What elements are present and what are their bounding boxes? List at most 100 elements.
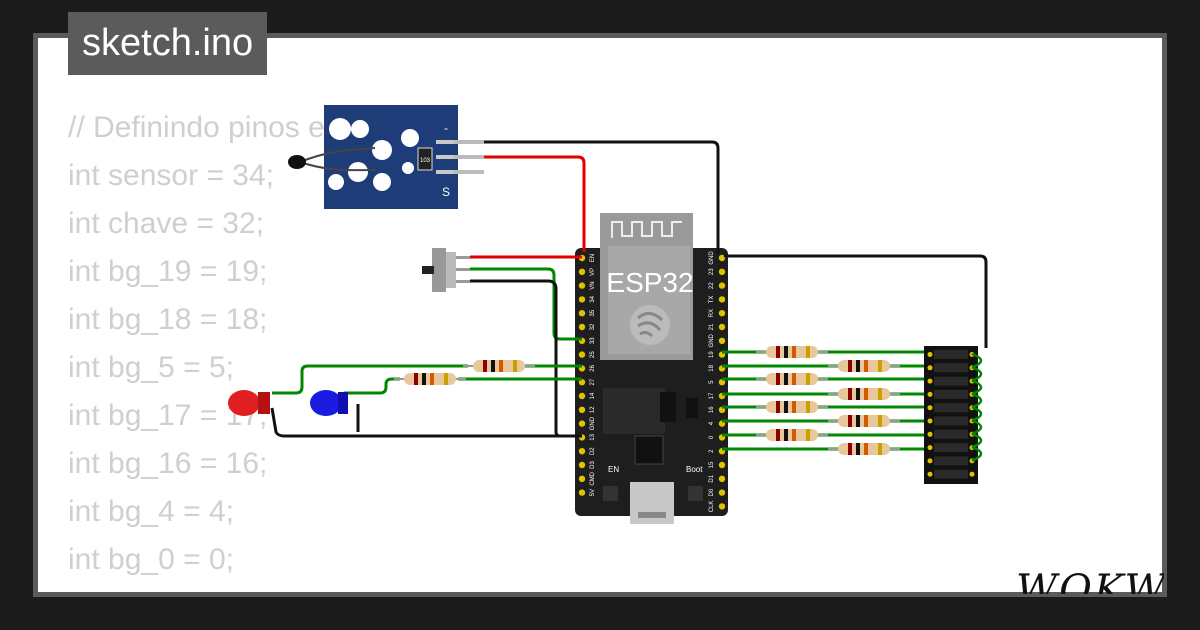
pin-label: GND: [709, 251, 715, 265]
pin-label: GND: [590, 416, 596, 430]
pin-dot[interactable]: [718, 254, 726, 262]
pin-dot[interactable]: [718, 379, 726, 386]
pin-label: 32: [590, 323, 596, 330]
bar-segment: [934, 350, 968, 359]
pin-dot[interactable]: [718, 268, 726, 275]
esp32-board[interactable]: ESP32 EN Boot ENVPVN343532332526271412GN…: [575, 213, 728, 524]
resistor[interactable]: [756, 429, 828, 441]
pin-label: 0: [709, 435, 715, 439]
pin-label: D3: [590, 461, 596, 469]
resistor[interactable]: [394, 373, 466, 385]
bar-segment: [934, 389, 968, 399]
module-resistor-label: 103: [420, 158, 431, 164]
wire-gnd-to-segment-black: [724, 254, 988, 348]
pin-label: 35: [590, 309, 596, 316]
pin-dot[interactable]: [718, 337, 726, 344]
pin-label: 4: [709, 421, 715, 425]
pin-dot[interactable]: [578, 489, 586, 496]
pin-dot[interactable]: [718, 282, 726, 289]
pin-dot[interactable]: [578, 448, 586, 455]
pin-dot[interactable]: [718, 323, 726, 331]
pin-label: 34: [590, 295, 596, 302]
pin-dot[interactable]: [578, 296, 586, 303]
bar-segment: [934, 376, 968, 386]
pin-dot[interactable]: [578, 323, 586, 331]
pin-dot[interactable]: [718, 475, 726, 482]
wokwi-logo: WOKWi: [1016, 567, 1164, 594]
led-red[interactable]: [228, 390, 270, 416]
pin-dot[interactable]: [578, 406, 586, 413]
resistor[interactable]: [463, 360, 535, 372]
pin-label: 2: [709, 449, 715, 453]
pin-dot: [927, 471, 933, 477]
wire-bargraph-common: [971, 432, 983, 449]
pin-label: 5V: [590, 489, 596, 496]
resistor[interactable]: [828, 360, 900, 372]
thermistor-icon: [288, 155, 306, 169]
wire-bargraph-common: [971, 406, 983, 422]
pin-label: 26: [590, 364, 596, 371]
pin-dot: [927, 445, 933, 451]
pin-label: EN: [590, 254, 596, 262]
pin-dot[interactable]: [578, 420, 586, 427]
pin-label: RX: [709, 309, 715, 317]
wires: [270, 140, 988, 438]
resistor-group: [394, 346, 928, 455]
pin-dot: [927, 458, 933, 464]
pin-dot[interactable]: [718, 503, 726, 510]
ntc-sensor-module[interactable]: 103 - S: [288, 105, 458, 209]
resistor[interactable]: [756, 401, 828, 413]
pin-dot: [927, 365, 933, 371]
led-bar-graph[interactable]: [924, 346, 983, 484]
boot-button-label: Boot: [686, 465, 703, 474]
pin-dot[interactable]: [578, 461, 586, 469]
pin-dot[interactable]: [578, 351, 586, 358]
pin-label: 15: [709, 461, 715, 468]
pin-dot: [927, 405, 933, 411]
module-header-pins: [454, 140, 484, 174]
pin-label: D2: [590, 447, 596, 455]
resistor[interactable]: [756, 373, 828, 385]
sketch-filename-tab[interactable]: sketch.ino: [68, 12, 268, 75]
pin-dot: [927, 378, 933, 384]
board-label: ESP32: [606, 267, 693, 298]
pin-label: 25: [590, 351, 596, 358]
pin-dot[interactable]: [578, 379, 586, 386]
pin-dot: [927, 418, 933, 424]
resistor[interactable]: [828, 415, 900, 427]
resistor[interactable]: [756, 346, 828, 358]
slide-switch[interactable]: [422, 248, 470, 292]
pin-label: 17: [709, 392, 715, 399]
pin-dot[interactable]: [578, 282, 586, 289]
pin-dot[interactable]: [578, 392, 586, 400]
pin-dot[interactable]: [718, 296, 726, 303]
wire-module-gnd-black: [484, 140, 720, 254]
pin-label: TX: [709, 296, 715, 304]
led-blue[interactable]: [310, 390, 348, 416]
wire-bargraph-common: [971, 392, 983, 409]
pin-dot[interactable]: [578, 268, 586, 275]
en-button-label: EN: [608, 465, 619, 474]
micro-usb-icon: [630, 482, 674, 524]
bar-segment: [934, 403, 968, 413]
preview-frame: [33, 33, 1167, 597]
pin-dot[interactable]: [578, 475, 586, 482]
pin-dot[interactable]: [718, 310, 726, 317]
resistor[interactable]: [828, 388, 900, 400]
wire-bargraph-common: [971, 445, 983, 462]
pin-dot[interactable]: [718, 461, 726, 469]
pin-label: 13: [590, 433, 596, 440]
wire-led-gnd-black: [270, 407, 582, 438]
pin-label: 12: [590, 406, 596, 413]
pin-dot[interactable]: [578, 310, 586, 317]
bar-segment: [934, 443, 968, 453]
pin-dot[interactable]: [718, 489, 726, 496]
wire-switch-green: [470, 267, 582, 341]
pin-label: 5: [709, 380, 715, 384]
en-button[interactable]: [603, 486, 618, 501]
pin-label: 22: [709, 282, 715, 289]
resistor[interactable]: [828, 443, 900, 455]
boot-button[interactable]: [688, 486, 703, 501]
pin-label: VN: [590, 281, 596, 289]
